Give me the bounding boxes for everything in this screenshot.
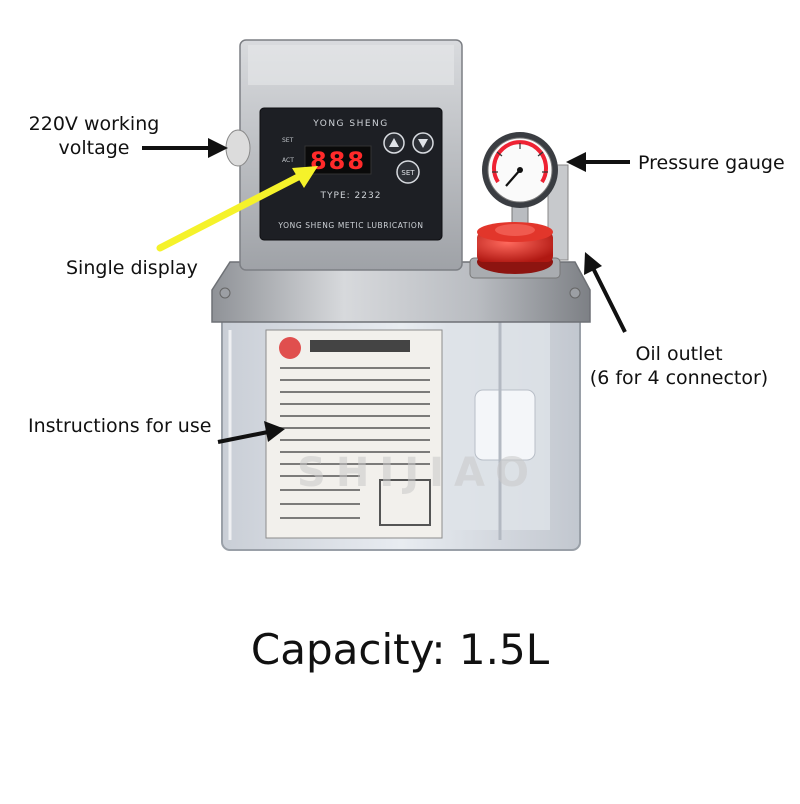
chevron-up-icon bbox=[389, 138, 399, 147]
oil-outlet-label-line2: (6 for 4 connector) bbox=[589, 367, 769, 389]
chevron-down-icon bbox=[418, 139, 428, 148]
instruction-sheet bbox=[265, 329, 443, 539]
voltage-label-line1: 220V working bbox=[28, 113, 160, 135]
arrow-single-display bbox=[156, 166, 318, 252]
control-panel: YONG SHENG SET ACT 888 SET TYPE: 2232 YO… bbox=[259, 107, 443, 241]
key-set-label: SET bbox=[282, 137, 294, 144]
footer-label: YONG SHENG METIC LUBRICATION bbox=[277, 221, 423, 230]
set-button-label: SET bbox=[401, 169, 415, 177]
arrow-oil-outlet bbox=[584, 252, 627, 333]
key-act-label: ACT bbox=[282, 157, 294, 164]
arrow-instructions bbox=[217, 421, 285, 444]
oil-outlet-label: Oil outlet (6 for 4 connector) bbox=[566, 342, 792, 390]
pressure-gauge bbox=[482, 132, 569, 261]
pressure-gauge-label: Pressure gauge bbox=[638, 152, 785, 174]
watermark: SHIJIAO bbox=[297, 450, 539, 496]
brand-label: YONG SHENG bbox=[312, 119, 389, 129]
oil-outlet-label-line1: Oil outlet bbox=[635, 343, 723, 365]
capacity-caption: Capacity: 1.5L bbox=[250, 625, 550, 674]
digital-display: 888 bbox=[310, 147, 366, 175]
set-button[interactable] bbox=[396, 160, 420, 184]
type-label: TYPE: 2232 bbox=[320, 191, 382, 201]
annotation-arrows bbox=[142, 138, 630, 444]
instructions-label: Instructions for use bbox=[28, 415, 212, 437]
arrow-voltage bbox=[142, 138, 228, 158]
gauge-needle bbox=[505, 169, 521, 187]
single-display-label: Single display bbox=[66, 257, 198, 279]
filler-cap bbox=[469, 222, 561, 279]
voltage-label: 220V working voltage bbox=[14, 112, 174, 160]
arrow-pressure-gauge bbox=[566, 152, 630, 172]
voltage-label-line2: voltage bbox=[58, 137, 130, 159]
